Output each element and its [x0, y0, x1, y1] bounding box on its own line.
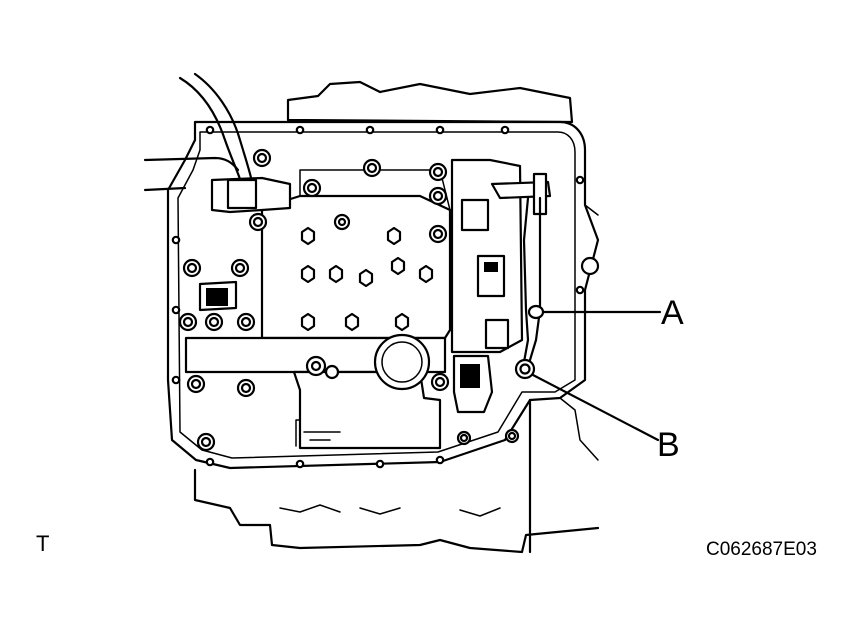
connector-shade: [206, 288, 228, 306]
callout-b: B: [657, 426, 680, 464]
wire-harness-3: [143, 156, 240, 172]
case-inner-outline: [177, 131, 576, 459]
callout-a: A: [661, 294, 684, 332]
center-plug-inner: [337, 217, 347, 227]
right-block-2-shade: [484, 262, 498, 272]
perimeter-bolts: [178, 148, 600, 452]
wire-harness-4: [143, 186, 187, 192]
connector-housing-upper: [226, 178, 258, 210]
gasket-bolt-holes: [171, 125, 585, 469]
right-lower-connector-shade: [460, 364, 480, 388]
lower-case-detail: [279, 504, 501, 517]
lower-plate-clip: [295, 419, 341, 447]
sensor-wire: [522, 196, 530, 364]
right-block-3: [484, 318, 510, 350]
upper-cover: [286, 80, 574, 124]
corner-mark: T: [36, 531, 50, 556]
wire-harness-2: [193, 72, 254, 184]
case-right-ribs: [559, 204, 599, 461]
leader-line-b: [531, 373, 660, 442]
oil-strainer-ring: [381, 341, 423, 383]
lower-case: [193, 468, 600, 554]
right-block-1: [460, 198, 490, 232]
part-a-clip: [527, 304, 545, 320]
oil-strainer-cap: [373, 333, 431, 391]
valve-body-hex-bolts: [300, 226, 434, 332]
figure-code: C062687E03: [706, 539, 817, 560]
sensor-wire-2: [528, 196, 542, 362]
wire-harness: [178, 76, 244, 187]
strainer-bolt-2: [324, 364, 340, 380]
